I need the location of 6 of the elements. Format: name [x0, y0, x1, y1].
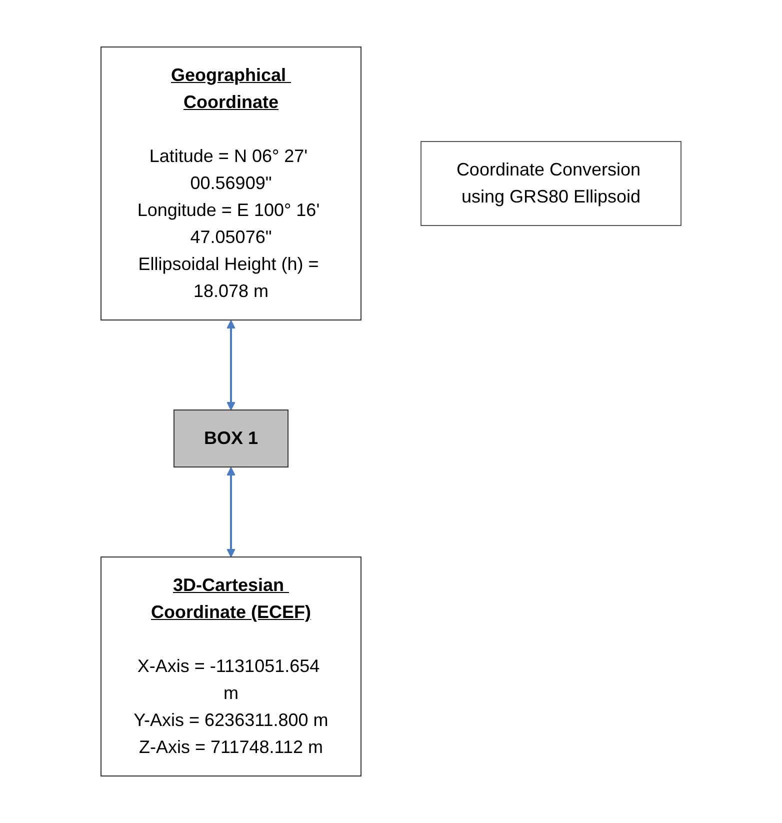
node-box: 3D-Cartesian Coordinate (ECEF) X-Axis = -1131051.654 m Y-Axis = 6236311.800 m Z-Axis = 711748.112 m [100, 556, 362, 776]
node-box: Geographical Coordinate Latitude = N 06° 27' 00.56909" Longitude = E 100° 16' 47.05076" Ellipsoidal Height (h) = 18.078 m [100, 46, 362, 320]
arrow [226, 320, 236, 410]
node-box: Coordinate Conversion using GRS80 Ellipsoid [420, 141, 682, 226]
node-box: BOX 1 [173, 410, 289, 468]
arrow [226, 467, 236, 558]
